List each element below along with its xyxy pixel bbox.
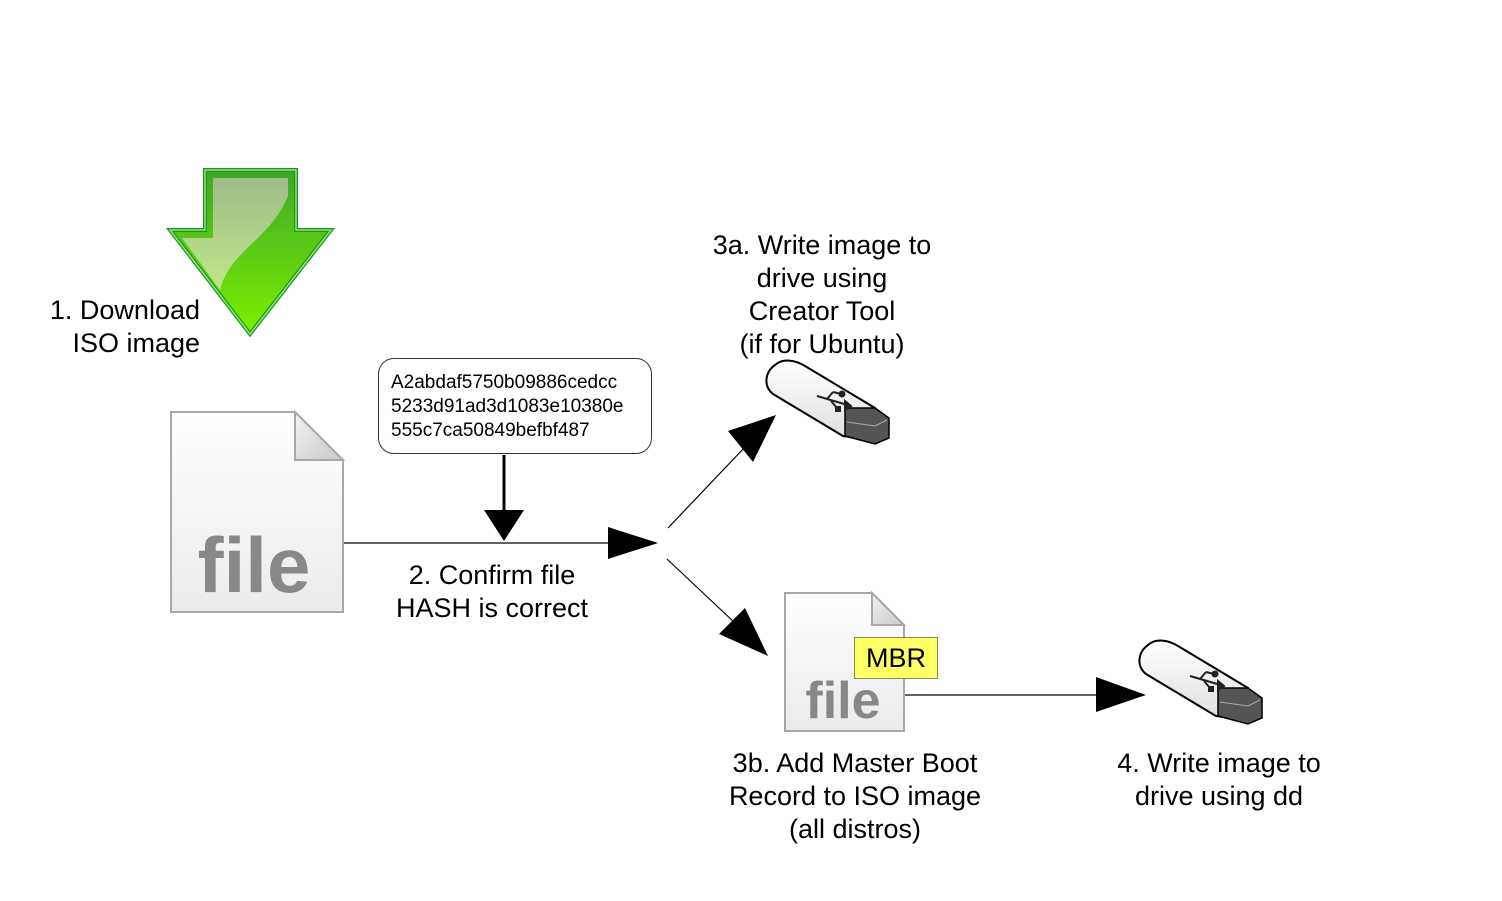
file-icon-text: file <box>198 521 311 609</box>
arrowhead-branch <box>608 527 658 559</box>
mbr-file-icon-text: file <box>805 672 880 730</box>
arrowhead-mbr <box>719 608 768 656</box>
arrowhead-hash <box>484 510 524 541</box>
usb-drive-icon <box>1138 639 1263 725</box>
connector-to-creator <box>667 446 746 529</box>
usb-drive-icon <box>765 359 890 445</box>
mbr-file-icon: file <box>784 590 907 732</box>
step-3a-label: 3a. Write image to drive using Creator T… <box>712 230 932 359</box>
connector-to-mbr <box>666 558 736 624</box>
arrowhead-dd <box>1096 677 1146 712</box>
arrowhead-creator <box>728 415 776 462</box>
step-4-label: 4. Write image to drive using dd <box>1117 748 1321 811</box>
download-arrow-icon <box>165 168 336 338</box>
file-icon: file <box>170 409 346 613</box>
mbr-badge: MBR <box>854 637 938 679</box>
step-3b-label: 3b. Add Master Boot Record to ISO image … <box>728 748 982 844</box>
hash-value-box: A2abdaf5750b09886cedcc 5233d91ad3d1083e1… <box>378 358 652 454</box>
step-2-label: 2. Confirm file HASH is correct <box>395 560 589 623</box>
step-1-label: 1. Download ISO image <box>49 295 200 358</box>
